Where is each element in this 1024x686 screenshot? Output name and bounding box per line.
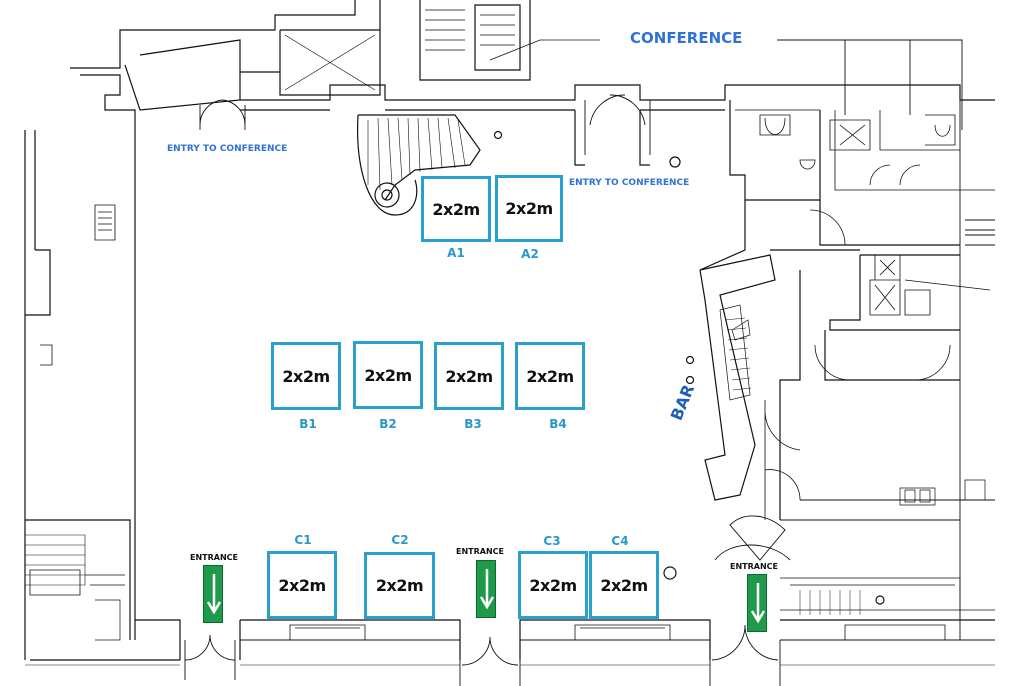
booth-b3-label: B3 bbox=[464, 417, 482, 431]
entrance-label-left: ENTRANCE bbox=[190, 553, 238, 562]
booth-a1[interactable]: 2x2m bbox=[421, 176, 491, 242]
entrance-label-right: ENTRANCE bbox=[730, 562, 778, 571]
exit-arrow-left-icon bbox=[203, 565, 223, 623]
booth-c4[interactable]: 2x2m bbox=[589, 551, 659, 619]
booth-c2[interactable]: 2x2m bbox=[364, 552, 435, 619]
booth-a2-label: A2 bbox=[521, 247, 539, 261]
booth-c3[interactable]: 2x2m bbox=[518, 551, 588, 619]
booth-b1-label: B1 bbox=[299, 417, 317, 431]
booth-c1-label: C1 bbox=[294, 533, 312, 547]
booth-b2-label: B2 bbox=[379, 417, 397, 431]
conference-title: CONFERENCE bbox=[630, 29, 743, 47]
booth-a2[interactable]: 2x2m bbox=[495, 175, 563, 242]
booth-b1[interactable]: 2x2m bbox=[271, 342, 341, 410]
booth-b4[interactable]: 2x2m bbox=[515, 342, 585, 410]
booth-b3[interactable]: 2x2m bbox=[434, 342, 504, 410]
exit-arrow-right-icon bbox=[747, 574, 767, 632]
entrance-label-middle: ENTRANCE bbox=[456, 547, 504, 556]
booth-c3-label: C3 bbox=[543, 534, 561, 548]
exit-arrow-middle-icon bbox=[476, 560, 496, 618]
booth-c1[interactable]: 2x2m bbox=[267, 551, 337, 619]
entry-to-conference-label-right: ENTRY TO CONFERENCE bbox=[569, 178, 690, 188]
entry-to-conference-label-left: ENTRY TO CONFERENCE bbox=[167, 144, 288, 154]
booth-b2[interactable]: 2x2m bbox=[353, 341, 423, 409]
booth-b4-label: B4 bbox=[549, 417, 567, 431]
booth-c4-label: C4 bbox=[611, 534, 629, 548]
booth-c2-label: C2 bbox=[391, 533, 409, 547]
booth-a1-label: A1 bbox=[447, 246, 465, 260]
